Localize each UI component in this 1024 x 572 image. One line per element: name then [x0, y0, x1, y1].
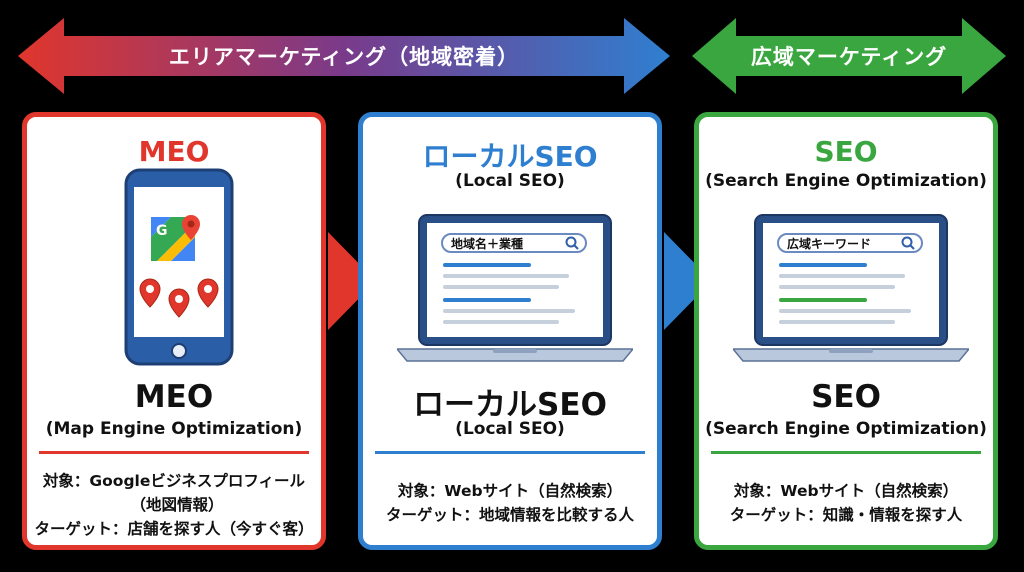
svg-text:G: G — [156, 223, 168, 239]
description-line: 対象：Webサイト（自然検索） — [733, 482, 959, 500]
card-divider — [39, 451, 309, 454]
search-text: 地域名＋業種 — [451, 236, 524, 251]
wide-marketing-label: 広域マーケティング — [750, 45, 948, 69]
card-title: ローカルSEO — [422, 140, 598, 173]
seo-card: SEO (Search Engine Optimization) 広域キーワード… — [694, 112, 998, 550]
card-big-title: ローカルSEO — [413, 387, 607, 423]
area-marketing-arrow: エリアマーケティング（地域密着） — [18, 18, 670, 94]
description-line: ターゲット：知識・情報を探す人 — [729, 506, 963, 524]
card-subtitle: (Local SEO) — [455, 171, 565, 191]
chevron-right-icon — [328, 232, 376, 330]
card-big-subtitle: (Local SEO) — [455, 419, 565, 439]
description-line: ターゲット：店舗を探す人（今すぐ客） — [34, 520, 314, 538]
description-line: 対象：Webサイト（自然検索） — [397, 482, 623, 500]
card-title: SEO — [814, 135, 878, 168]
local-seo-card: ローカルSEO (Local SEO) 地域名＋業種 ローカルSEO (Loca… — [358, 112, 662, 550]
search-box: 地域名＋業種 — [441, 233, 587, 253]
description-line: （地図情報） — [130, 496, 224, 514]
search-text: 広域キーワード — [787, 236, 872, 251]
search-box: 広域キーワード — [777, 233, 923, 253]
card-description: 対象：Webサイト（自然検索） ターゲット：地域情報を比較する人 — [363, 479, 657, 527]
smartphone-map-icon: G — [123, 167, 235, 367]
double-arrow-icon — [692, 18, 1006, 94]
card-big-title: SEO — [811, 379, 881, 415]
card-description: 対象：Googleビジネスプロフィール （地図情報） ターゲット：店舗を探す人（… — [27, 469, 321, 541]
wide-marketing-arrow: 広域マーケティング — [692, 18, 1006, 94]
search-icon — [563, 236, 581, 250]
card-big-title: MEO — [134, 379, 214, 415]
card-divider — [375, 451, 645, 454]
meo-card: MEO G MEO (M — [22, 112, 326, 550]
description-line: ターゲット：地域情報を比較する人 — [385, 506, 634, 524]
description-line: 対象：Googleビジネスプロフィール — [42, 472, 306, 490]
search-icon — [899, 236, 917, 250]
card-subtitle: (Search Engine Optimization) — [705, 171, 987, 191]
card-divider — [711, 451, 981, 454]
card-title: MEO — [138, 135, 210, 168]
area-marketing-label: エリアマーケティング（地域密着） — [168, 45, 520, 69]
card-big-subtitle: (Search Engine Optimization) — [705, 419, 987, 439]
card-description: 対象：Webサイト（自然検索） ターゲット：知識・情報を探す人 — [699, 479, 993, 527]
card-big-subtitle: (Map Engine Optimization) — [45, 419, 303, 439]
chevron-right-icon — [664, 232, 712, 330]
double-arrow-icon — [18, 18, 670, 94]
